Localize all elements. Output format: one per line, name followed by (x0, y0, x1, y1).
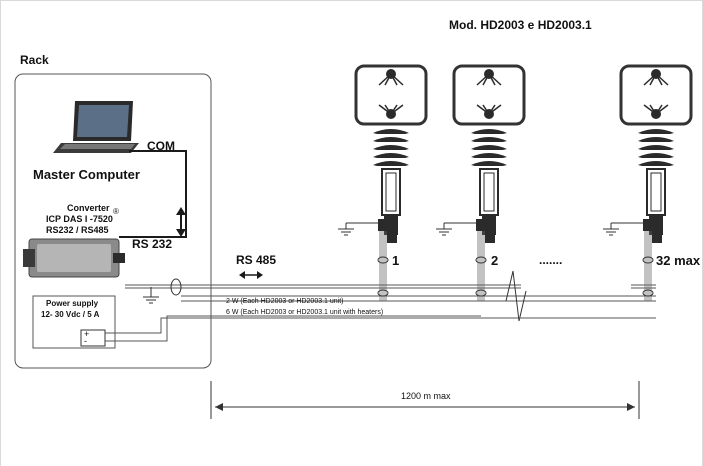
rack-label: Rack (20, 53, 49, 67)
unit-number-label: 32 max (656, 253, 701, 268)
converter-device (23, 238, 125, 278)
unit-number-label: 2 (491, 253, 499, 268)
power-supply-title: Power supply (46, 299, 99, 308)
sensor-unit (603, 64, 693, 301)
converter-title: Converter (67, 203, 110, 213)
power-supply-rating: 12- 30 Vdc / 5 A (41, 310, 100, 319)
minus-terminal: - (84, 336, 87, 346)
diagram-title: Mod. HD2003 e HD2003.1 (449, 18, 592, 32)
rack-frame (14, 73, 212, 369)
plus-terminal: + (84, 329, 90, 339)
com-cable (119, 150, 187, 238)
converter-model: ICP DAS I -7520 (46, 214, 113, 224)
cable-bundle (170, 278, 182, 296)
power-supply-box (32, 295, 116, 349)
com-label: COM (147, 139, 175, 153)
sensor-unit (338, 64, 428, 301)
ellipsis-label: ....... (539, 253, 563, 267)
power-note-2w: 2 W (Each HD2003 or HD2003.1 unit) (226, 298, 344, 305)
ground-icon (143, 287, 159, 304)
rs485-label: RS 485 (236, 253, 277, 267)
master-computer-label: Master Computer (33, 167, 140, 182)
dimension-line (210, 381, 640, 419)
power-wires (105, 315, 656, 342)
registered-mark: ® (113, 207, 119, 216)
unit-number-label: 1 (392, 253, 400, 268)
power-note-6w: 6 W (Each HD2003 or HD2003.1 unit with h… (226, 309, 384, 316)
break-mark (505, 270, 527, 322)
rs232-label: RS 232 (132, 237, 173, 251)
sensor-unit (436, 64, 526, 301)
updown-arrow-icon (176, 207, 186, 237)
terminal-block (80, 329, 106, 347)
bidirectional-arrow-icon (239, 271, 263, 279)
bus-lines (125, 284, 656, 302)
laptop-icon (53, 101, 139, 153)
distance-label: 1200 m max (401, 391, 451, 401)
converter-protocols: RS232 / RS485 (46, 225, 109, 235)
